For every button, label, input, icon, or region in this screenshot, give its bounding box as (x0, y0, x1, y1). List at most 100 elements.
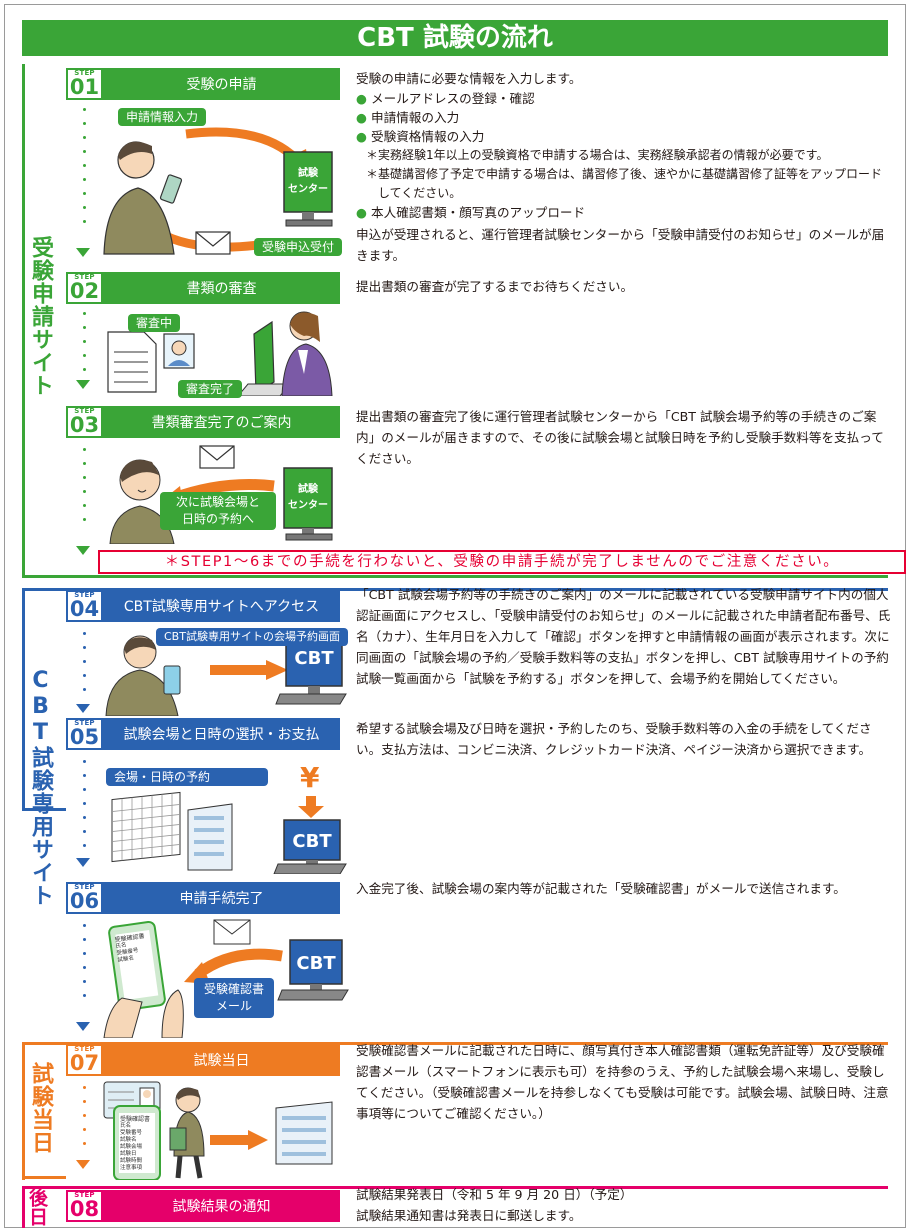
step-04-header: STEP 04 CBT試験専用サイトへアクセス (66, 590, 340, 622)
phase-text: CBT試験専用サイト (28, 668, 53, 907)
center-text-1: 試験 (298, 482, 319, 495)
step-05-header: STEP 05 試験会場と日時の選択・お支払 (66, 718, 340, 750)
phase-text: 試験当日 (28, 1062, 53, 1154)
step-prefix: STEP (74, 883, 95, 891)
flow-arrow-03 (76, 546, 90, 555)
desc-note: ＊基礎講習修了予定で申請する場合は、講習修了後、速やかに基礎講習修了証等をアップ… (366, 167, 883, 200)
step-title-08: 試験結果の通知 (103, 1190, 340, 1222)
step-05-illustration: CBT (111, 791, 347, 874)
phone-document: 受験確認書 氏名 受験番号 試験名 (114, 931, 158, 964)
desc-line: 試験結果発表日（令和 5 年 9 月 20 日）（予定） (356, 1187, 633, 1202)
tag-cbt-reservation-screen: CBT試験専用サイトの会場予約画面 (156, 628, 348, 646)
step-title-05: 試験会場と日時の選択・お支払 (103, 718, 340, 750)
step-number-05: STEP 05 (66, 718, 103, 750)
step-no: 01 (69, 75, 100, 99)
step-07-illustration (103, 1081, 333, 1180)
flow-arrow-06 (76, 1022, 90, 1031)
flow-arrow-07 (76, 1160, 90, 1169)
desc-line: 試験結果通知書は発表日に郵送します。 (356, 1208, 582, 1223)
exam-day-phone-document: 受験確認書 氏名 受験番号 試験名 試験会場 試験日 試験時間 注意事項 (120, 1116, 156, 1172)
phase-later (22, 1186, 888, 1228)
phase-text: 後日 (26, 1188, 48, 1226)
step-no: 05 (69, 725, 100, 749)
doc-line: 注意事項 (120, 1165, 143, 1171)
step-number-03: STEP 03 (66, 406, 103, 438)
cbt-text: CBT (296, 953, 336, 974)
step-title-01: 受験の申請 (103, 68, 340, 100)
desc-line: 申込が受理されると、運行管理者試験センターから「受験申請受付のお知らせ」のメール… (356, 227, 885, 263)
step-02-header: STEP 02 書類の審査 (66, 272, 340, 304)
flow-dots-05 (80, 760, 88, 850)
flow-arrow-02 (76, 380, 90, 389)
step-02-description: 提出書類の審査が完了するまでお待ちください。 (356, 279, 634, 294)
flow-arrow-01 (76, 248, 90, 257)
desc-note: ＊実務経験1年以上の受験資格で申請する場合は、実務経験承認者の情報が必要です。 (366, 148, 829, 162)
step-title-04: CBT試験専用サイトへアクセス (103, 590, 340, 622)
flow-arrow-05 (76, 858, 90, 867)
tag-apply-input: 申請情報入力 (118, 108, 207, 126)
step-03-header: STEP 03 書類審査完了のご案内 (66, 406, 340, 438)
step-no: 04 (69, 597, 100, 621)
step-01-description: 受験の申請に必要な情報を入力します。 メールアドレスの登録・確認 申請情報の入力… (356, 68, 892, 266)
bubble-next-reserve: 次に試験会場と 日時の予約へ (160, 492, 276, 530)
step-08-description: 試験結果発表日（令和 5 年 9 月 20 日）（予定） 試験結果通知書は発表日… (356, 1184, 892, 1226)
flow-dots-03 (80, 448, 88, 538)
doc-line: 試験会場 (120, 1144, 143, 1150)
page-title: CBT 試験の流れ (22, 20, 888, 56)
step-07: STEP 07 試験当日 (66, 1044, 340, 1076)
desc-bullet: 本人確認書類・顔写真のアップロード (356, 203, 892, 222)
tag-review-done: 審査完了 (178, 380, 243, 398)
yen-icon: ¥ (300, 761, 320, 794)
tag-reviewing: 審査中 (128, 314, 181, 332)
step-no: 03 (69, 413, 100, 437)
bubble-line: 日時の予約へ (181, 512, 254, 526)
step-title-07: 試験当日 (103, 1044, 340, 1076)
step-title-02: 書類の審査 (103, 272, 340, 304)
step-06-header: STEP 06 申請手続完了 (66, 882, 340, 914)
step-no: 07 (69, 1051, 100, 1075)
notice-banner: ＊STEP1〜6までの手続を行わないと、受験の申請手続が完了しませんのでご注意く… (98, 550, 906, 574)
step-04-description: 「CBT 試験会場予約等の手続きのご案内」のメールに記載されている受験申請サイト… (356, 587, 891, 686)
phase-label-later: 後日 (26, 1188, 53, 1226)
step-05-description: 希望する試験会場及び日時を選択・予約したのち、受験手数料等の入金の手続をしてくだ… (356, 721, 872, 757)
step-06-description: 入金完了後、試験会場の案内等が記載された「受験確認書」がメールで送信されます。 (356, 881, 846, 896)
flow-dots-01 (80, 108, 88, 240)
step-number-08: STEP 08 (66, 1190, 103, 1222)
phase-cbt-bottom (22, 808, 66, 811)
phase-label-cbt-site: CBT試験専用サイト (27, 668, 53, 907)
flow-dots-04 (80, 632, 88, 702)
step-no: 02 (69, 279, 100, 303)
center-text-2: センター (288, 183, 328, 195)
desc-bullet: 受験資格情報の入力 (356, 127, 892, 146)
step-title-03: 書類審査完了のご案内 (103, 406, 340, 438)
step-number-07: STEP 07 (66, 1044, 103, 1076)
doc-line: 受験番号 (120, 1130, 143, 1136)
phase-label-exam-day: 試験当日 (27, 1062, 53, 1154)
step-title-06: 申請手続完了 (103, 882, 340, 914)
desc-bullet: 申請情報の入力 (356, 108, 892, 127)
doc-line: 試験日 (120, 1151, 137, 1157)
step-number-06: STEP 06 (66, 882, 103, 914)
doc-line: 受験確認書 (120, 1116, 151, 1123)
step-prefix: STEP (74, 719, 95, 727)
flow-dots-06 (80, 924, 88, 1004)
desc-line: 受験の申請に必要な情報を入力します。 (356, 71, 582, 86)
step-07-description: 受験確認書メールに記載された日時に、顔写真付き本人確認書類（運転免許証等）及び受… (356, 1043, 889, 1121)
step-prefix: STEP (74, 591, 95, 599)
doc-line: 試験名 (120, 1137, 137, 1143)
step-01-header: STEP 01 受験の申請 (66, 68, 340, 100)
cbt-text: CBT (294, 648, 334, 669)
step-no: 06 (69, 889, 100, 913)
step-01-illustration: 試験 センター (103, 127, 333, 255)
bubble-confirmation-mail: 受験確認書 メール (194, 978, 274, 1018)
step-02-illustration (107, 311, 333, 396)
flow-dots-07 (80, 1086, 88, 1156)
step-06-illustration: CBT (103, 919, 349, 1038)
step-number-04: STEP 04 (66, 590, 103, 622)
phase-application-site (22, 64, 888, 578)
step-08: STEP 08 試験結果の通知 (66, 1190, 340, 1222)
step-prefix: STEP (74, 1045, 95, 1053)
step-prefix: STEP (74, 1191, 95, 1199)
center-text-1: 試験 (298, 166, 319, 179)
step-03-description: 提出書類の審査完了後に運行管理者試験センターから「CBT 試験会場予約等の手続き… (356, 409, 884, 466)
